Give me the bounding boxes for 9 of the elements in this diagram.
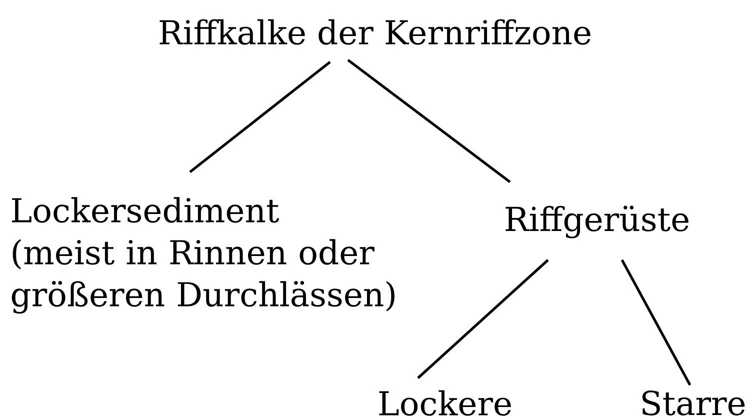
- node-label: Starre: [642, 390, 745, 416]
- connector-line: [347, 58, 511, 184]
- node-label: Riffgerüste: [506, 206, 688, 238]
- node-label: Lockersediment (meist in Rinnen oder größeren Durchlässen): [12, 197, 394, 314]
- connector-line: [620, 259, 692, 386]
- node-label: Lockere: [379, 390, 511, 416]
- connector-line: [417, 259, 549, 379]
- node-label: Riffkalke der Kernriffzone: [160, 19, 590, 45]
- connector-line: [189, 60, 331, 174]
